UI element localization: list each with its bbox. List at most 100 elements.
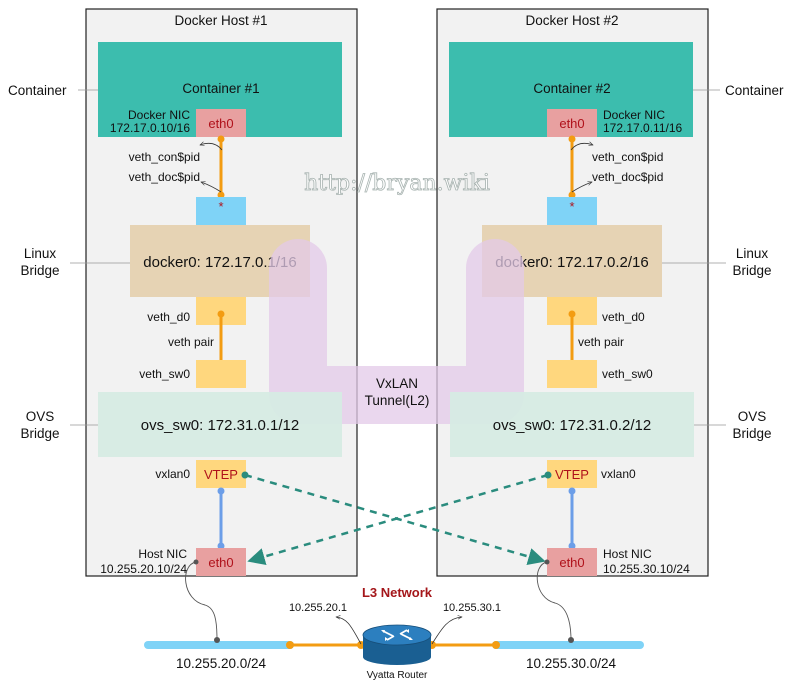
lan-right-tap	[568, 637, 574, 643]
container-1-link-dot-top	[217, 135, 225, 143]
container-2-link-dot-top	[568, 135, 576, 143]
vtep-2-dot-bottom	[568, 542, 576, 550]
veth-d0-1-label: veth_d0	[147, 310, 190, 324]
host-nic-1[interactable]	[196, 548, 246, 576]
vtep2-path-dot	[544, 471, 552, 479]
gateway-left-ip: 10.255.20.1	[289, 602, 347, 614]
vxlan-tunnel-line2: Tunnel(L2)	[365, 393, 430, 408]
host-2-uplink: VTEP vxlan0 eth0 Host NIC 10.255.30.10/2…	[547, 460, 690, 576]
host-2-title: Docker Host #2	[525, 13, 618, 28]
vxlan0-2-label: vxlan0	[601, 467, 636, 481]
container-1-eth0-label: eth0	[208, 116, 233, 131]
vxlan-tunnel: VxLAN Tunnel(L2)	[269, 239, 524, 424]
side-label-ovs-right-1: OVS	[738, 409, 767, 424]
container-1-label: Container #1	[182, 81, 259, 96]
veth-con-1-pointer	[200, 143, 223, 151]
host-nic-2-label: eth0	[559, 555, 584, 570]
host-nic-2-uplink-cable	[536, 561, 572, 641]
side-label-container-right: Container	[725, 83, 784, 98]
linux-bridge-2-label: docker0: 172.17.0.2/16	[495, 254, 648, 271]
veth-con-2-pointer	[570, 143, 593, 151]
gateway-right-pointer	[431, 617, 462, 645]
veth-sw0-2[interactable]	[547, 360, 597, 388]
container-2-label: Container #2	[533, 81, 610, 96]
veth-d0-1-dot	[217, 310, 225, 318]
bridge-port-2-label: *	[569, 199, 574, 214]
vtep-1-label: VTEP	[204, 467, 238, 482]
router-port-left-far	[286, 641, 294, 649]
vtep-1[interactable]	[196, 460, 246, 488]
side-label-linux-left-1: Linux	[24, 246, 57, 261]
side-label-ovs-right-2: Bridge	[732, 426, 771, 441]
container-2-eth0[interactable]	[547, 109, 597, 137]
subnet-left-label: 10.255.20.0/24	[176, 656, 267, 671]
host-nic-1-cable-dot	[193, 559, 199, 565]
veth-doc-2-pointer	[571, 182, 592, 193]
router-icon[interactable]	[362, 624, 432, 665]
veth-con-2-label: veth_con$pid	[592, 150, 663, 164]
linux-bridge-1-label: docker0: 172.17.0.1/16	[143, 254, 296, 271]
l3-network-title: L3 Network	[362, 585, 433, 600]
veth-sw0-2-label: veth_sw0	[602, 367, 653, 381]
side-label-ovs-left-1: OVS	[26, 409, 55, 424]
host-nic-2[interactable]	[547, 548, 597, 576]
container-1-link-dot-bottom	[217, 191, 225, 199]
bridge-port-1[interactable]	[196, 197, 246, 225]
container-2-eth0-label: eth0	[559, 116, 584, 131]
veth-sw0-1-label: veth_sw0	[139, 367, 190, 381]
host-nic-2-ip: 10.255.30.10/24	[603, 562, 690, 576]
veth-pair-1-label: veth pair	[168, 335, 214, 349]
vxlan-tunnel-shape	[269, 239, 524, 424]
veth-doc-2-label: veth_doc$pid	[592, 170, 663, 184]
container-2-link-dot-bottom	[568, 191, 576, 199]
router-label: Vyatta Router	[367, 670, 428, 681]
veth-doc-1-pointer	[201, 182, 222, 193]
side-label-container-left: Container	[8, 83, 67, 98]
veth-pair-2-label: veth pair	[578, 335, 624, 349]
veth-sw0-1[interactable]	[196, 360, 246, 388]
bridge-port-1-label: *	[218, 199, 223, 214]
host-nic-1-title: Host NIC	[138, 547, 187, 561]
ovs-bridge-1-label: ovs_sw0: 172.31.0.1/12	[141, 417, 299, 434]
gateway-left-pointer	[336, 617, 362, 645]
veth-d0-2-label: veth_d0	[602, 310, 645, 324]
vtep-2[interactable]	[547, 460, 597, 488]
lan-left-tap	[214, 637, 220, 643]
ovs-bridge-1[interactable]	[98, 392, 342, 457]
host-nic-1-label: eth0	[208, 555, 233, 570]
ovs-bridge-2[interactable]	[450, 392, 694, 457]
host-1-title: Docker Host #1	[174, 13, 267, 28]
vtep1-path-dot	[241, 471, 249, 479]
docker-nic-1-ip: 172.17.0.10/16	[110, 121, 190, 135]
ovs-bridge-2-label: ovs_sw0: 172.31.0.2/12	[493, 417, 651, 434]
side-label-ovs-left-2: Bridge	[20, 426, 59, 441]
vtep-2-label: VTEP	[555, 467, 589, 482]
docker-nic-1-label: Docker NIC	[128, 108, 190, 122]
side-labels: Container Container Linux Bridge Linux B…	[8, 83, 784, 441]
veth-con-1-label: veth_con$pid	[129, 150, 200, 164]
router-port-right-far	[492, 641, 500, 649]
host-nic-1-uplink-cable	[185, 561, 218, 641]
host-nic-2-title: Host NIC	[603, 547, 652, 561]
host-1-uplink: VTEP vxlan0 eth0 Host NIC 10.255.20.10/2…	[100, 460, 246, 576]
veth-d0-2-dot	[568, 310, 576, 318]
gateway-right-ip: 10.255.30.1	[443, 602, 501, 614]
subnet-right-label: 10.255.30.0/24	[526, 656, 617, 671]
veth-doc-1-label: veth_doc$pid	[129, 170, 200, 184]
side-label-linux-right-1: Linux	[736, 246, 769, 261]
docker-nic-2-label: Docker NIC	[603, 108, 665, 122]
side-label-linux-left-2: Bridge	[20, 263, 59, 278]
bridge-port-2[interactable]	[547, 197, 597, 225]
host-nic-1-ip: 10.255.20.10/24	[100, 562, 187, 576]
l3-network: L3 Network 10.255.20.1 10.255.30.1 10.25…	[144, 559, 644, 681]
vxlan-tunnel-line1: VxLAN	[376, 376, 418, 391]
watermark: http://bryan.wiki	[304, 171, 490, 196]
host-nic-2-cable-dot	[544, 559, 550, 565]
vtep-2-dot-top	[568, 487, 576, 495]
vtep-1-dot-bottom	[217, 542, 225, 550]
vxlan-encap-paths	[241, 471, 552, 566]
container-1-eth0[interactable]	[196, 109, 246, 137]
vxlan0-1-label: vxlan0	[155, 467, 190, 481]
vtep-1-dot-top	[217, 487, 225, 495]
side-label-linux-right-2: Bridge	[732, 263, 771, 278]
